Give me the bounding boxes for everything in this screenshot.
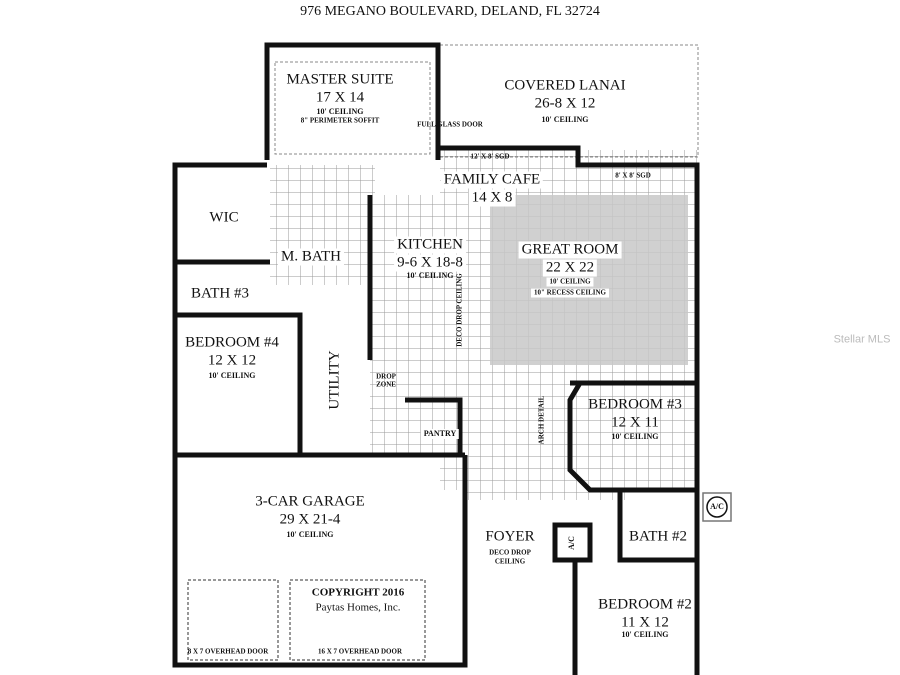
bedroom2-size: 11 X 12 [621,614,669,631]
great-room-note: 10' CEILING [546,277,594,287]
ac-unit-label: A/C [710,502,724,511]
great-room-label: GREAT ROOM [518,241,622,259]
page-title: 976 MEGANO BOULEVARD, DELAND, FL 32724 [300,4,600,19]
great-room-note: 10" RECESS CEILING [531,288,609,298]
bedroom3-size: 12 X 11 [611,414,659,431]
drop-zone-label: DROP [376,372,396,381]
bedroom3-note: 10' CEILING [611,432,659,441]
kitchen-size: 9-6 X 18-8 [394,254,466,272]
utility-label: UTILITY [326,350,343,410]
kitchen-note: 10' CEILING [406,271,454,280]
sgd-label: 12' X 8' SGD [470,152,510,161]
tile-floor-bath [270,165,375,285]
master-suite-note: 10' CEILING [316,107,364,116]
bedroom2-label: BEDROOM #2 [598,596,692,613]
arch-detail-label: ARCH DETAIL [537,395,546,445]
copyright-company: Paytas Homes, Inc. [315,601,401,614]
bedroom4-size: 12 X 12 [207,352,257,369]
covered-lanai-note: 10' CEILING [541,115,589,124]
deco-drop-ceiling-label: DECO DROP CEILING [455,273,464,347]
bath3-label: BATH #3 [188,285,252,303]
foyer-note: DECO DROP [489,548,531,557]
covered-lanai-size: 26-8 X 12 [534,95,596,112]
family-cafe-label: FAMILY CAFE [440,171,544,189]
garage-label: 3-CAR GARAGE [255,493,365,510]
bedroom3-label: BEDROOM #3 [588,396,682,413]
wic-label: WIC [209,209,239,226]
master-suite-label: MASTER SUITE [286,71,394,88]
copyright-label: COPYRIGHT 2016 [311,586,405,599]
garage-door-small-label: 8 X 7 OVERHEAD DOOR [187,647,269,656]
watermark: Stellar MLS [833,333,891,346]
family-cafe-size: 14 X 8 [468,189,516,207]
kitchen-label: KITCHEN [394,236,466,254]
master-suite-size: 17 X 14 [315,89,365,106]
sgd-label: 8' X 8' SGD [615,171,651,180]
garage-door-large-label: 16 X 7 OVERHEAD DOOR [317,647,403,656]
ac-closet-label: A/C [567,536,576,550]
drop-zone-label: ZONE [376,380,396,389]
master-suite-note: 8" PERIMETER SOFFIT [300,116,380,125]
bedroom2-note: 10' CEILING [621,630,669,639]
great-room-size: 22 X 22 [542,259,598,277]
m-bath-label: M. BATH [277,248,345,266]
garage-size: 29 X 21-4 [279,511,341,528]
pantry-label: PANTRY [420,429,460,439]
garage-note: 10' CEILING [286,530,334,539]
foyer-label: FOYER [482,528,538,546]
bedroom4-label: BEDROOM #4 [185,334,279,351]
tile-floor-foyer [465,455,625,500]
tile-floor-kitchen [370,195,450,455]
bedroom4-note: 10' CEILING [208,371,256,380]
foyer-note: CEILING [494,557,526,566]
full-glass-door-label: FULL GLASS DOOR [417,120,483,129]
bath2-label: BATH #2 [626,528,690,546]
covered-lanai-label: COVERED LANAI [504,77,626,94]
walls [172,42,700,675]
